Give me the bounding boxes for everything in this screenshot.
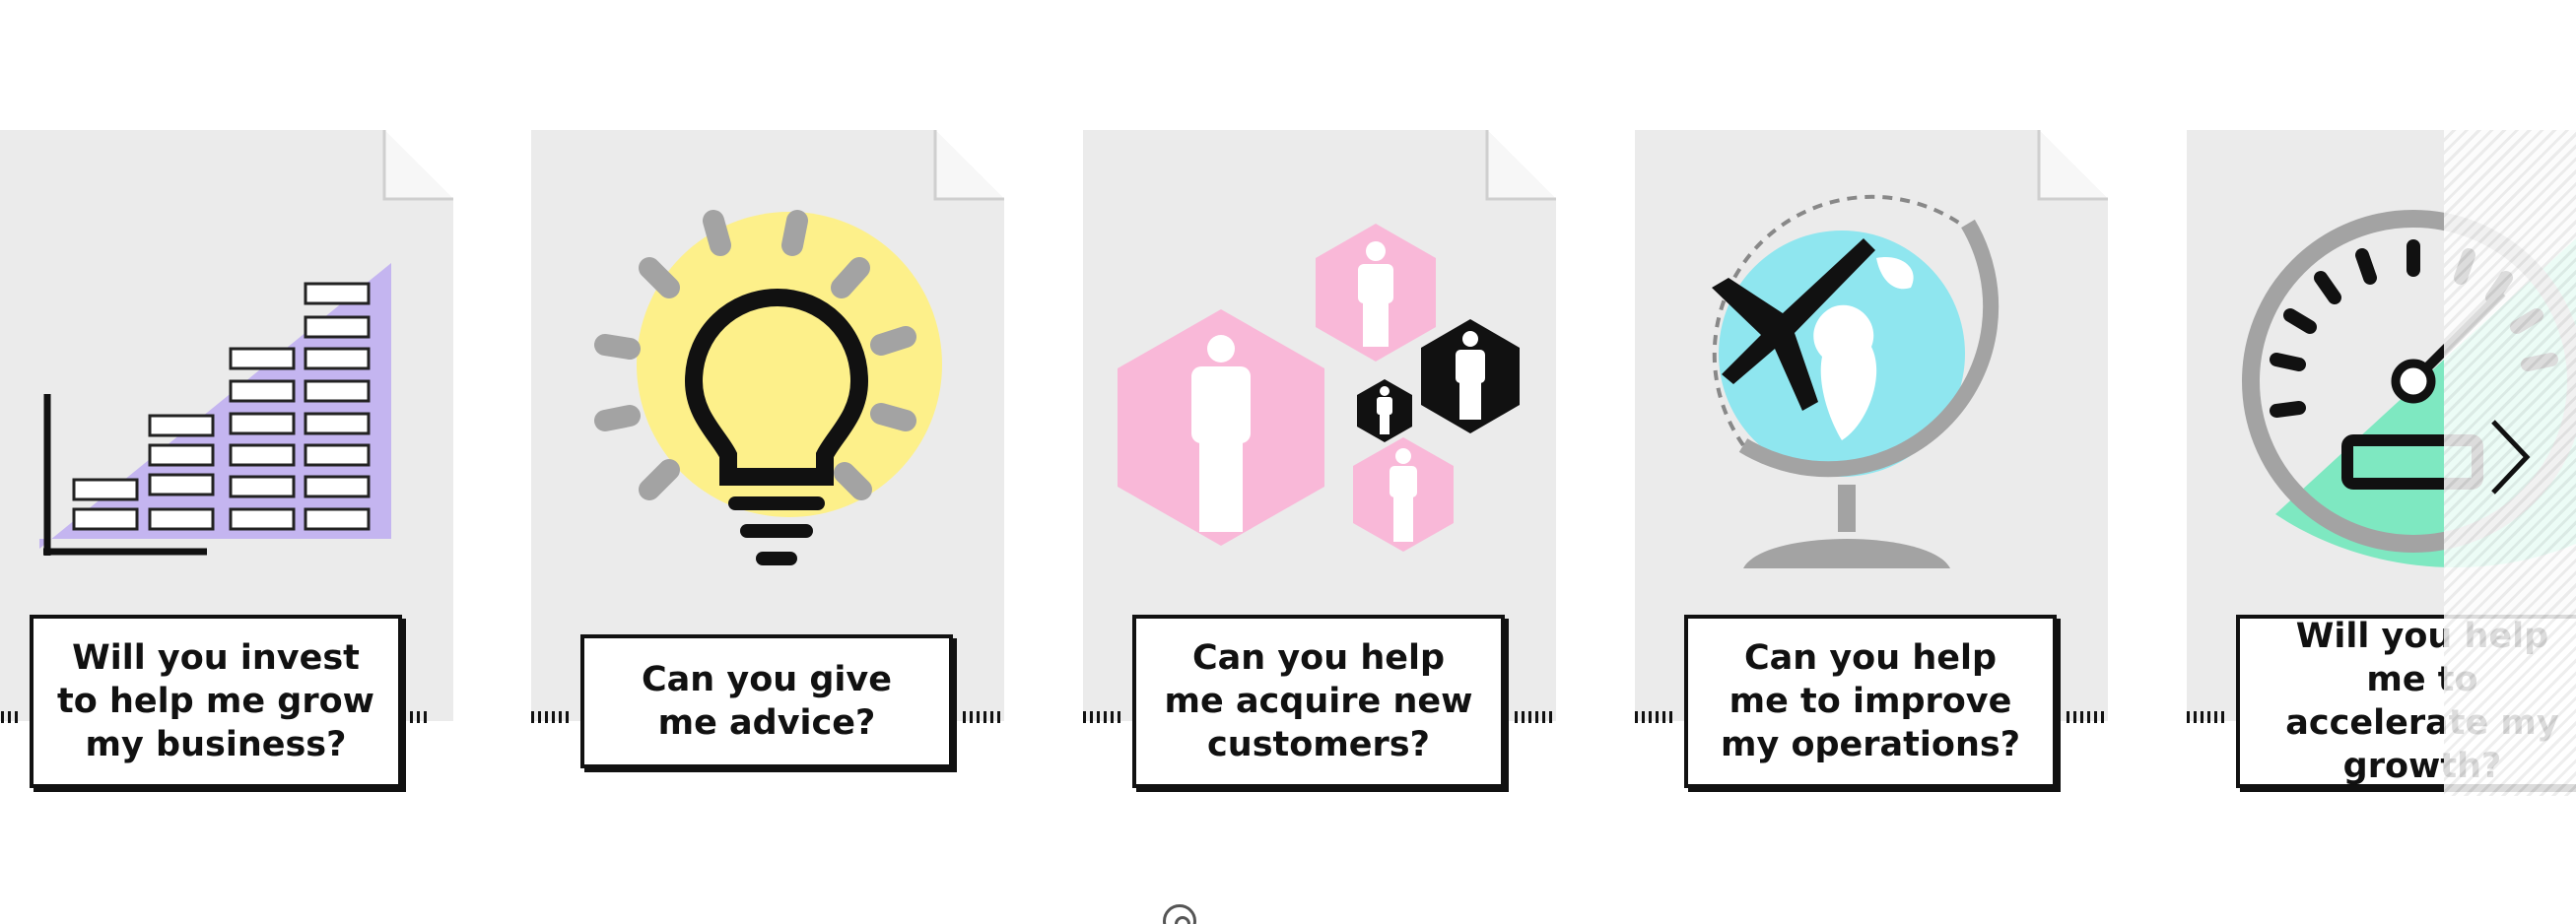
- tick-border-left: [1083, 711, 1124, 723]
- card-label[interactable]: Can you help me to improve my operations…: [1684, 615, 2057, 788]
- chevron-right-icon: [2491, 420, 2531, 495]
- card-question: Can you help me to improve my operations…: [1720, 638, 2020, 764]
- money-stacks-chart-icon: [39, 263, 391, 556]
- lightbulb-icon: [594, 210, 942, 565]
- tick-border-right: [963, 711, 1004, 723]
- carousel-dot-icon[interactable]: [1163, 904, 1196, 924]
- card-customers[interactable]: Can you help me acquire new customers?: [1083, 130, 1556, 788]
- card-label[interactable]: Can you give me advice?: [580, 634, 953, 768]
- card-label[interactable]: Can you help me acquire new customers?: [1132, 615, 1505, 788]
- tick-border-left: [2187, 711, 2228, 723]
- tick-border-right: [2067, 711, 2108, 723]
- people-hexagons-icon: [1118, 224, 1520, 552]
- tick-border-left: [0, 711, 22, 723]
- next-slide-button[interactable]: [2444, 130, 2576, 796]
- tick-border-right: [1515, 711, 1556, 723]
- card-invest[interactable]: Will you invest to help me grow my busin…: [0, 130, 453, 788]
- card-question: Can you give me advice?: [642, 660, 892, 743]
- card-operations[interactable]: Can you help me to improve my operations…: [1635, 130, 2108, 788]
- card-advice[interactable]: Can you give me advice?: [531, 130, 1004, 768]
- card-question: Will you invest to help me grow my busin…: [57, 638, 374, 764]
- tick-border-left: [1635, 711, 1676, 723]
- card-question: Can you help me acquire new customers?: [1164, 638, 1473, 764]
- globe-airplane-icon: [1712, 194, 2000, 568]
- tick-border-left: [531, 711, 573, 723]
- card-label[interactable]: Will you invest to help me grow my busin…: [30, 615, 402, 788]
